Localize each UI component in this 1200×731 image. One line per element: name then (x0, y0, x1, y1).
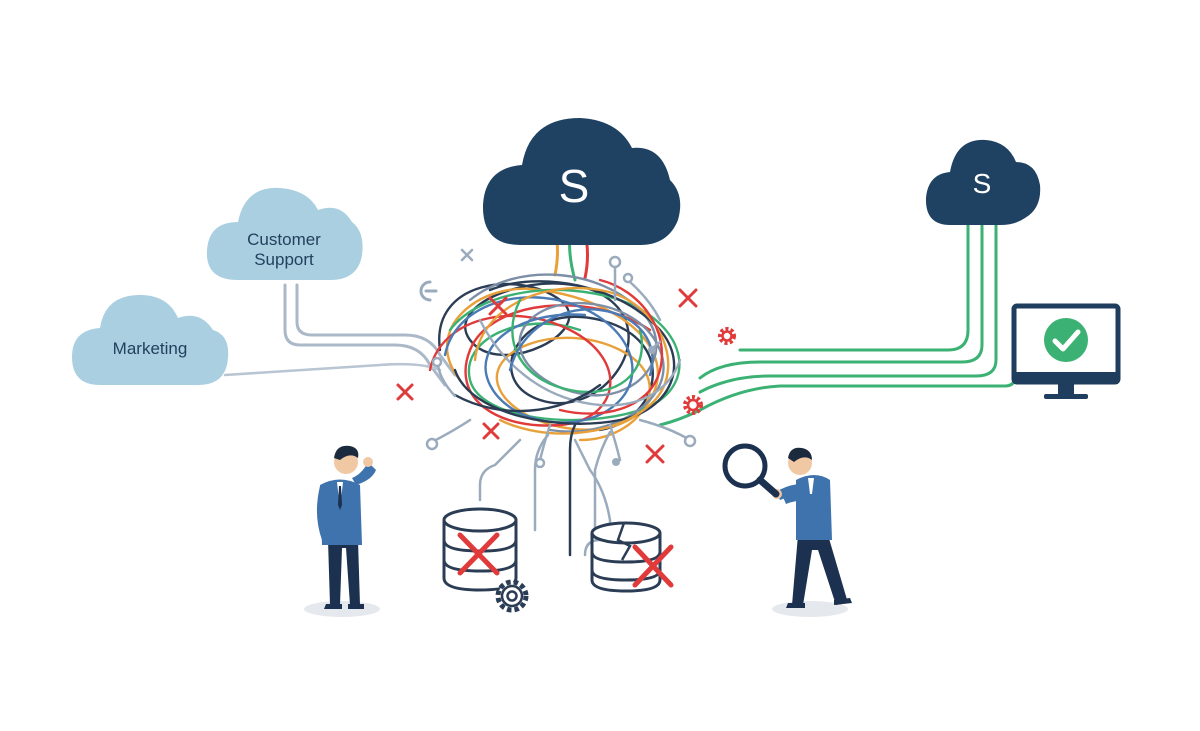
sync-icon (421, 282, 436, 300)
broken-database-icon (592, 523, 660, 591)
error-x-icon (680, 290, 696, 306)
central-hub-cloud: S (483, 118, 680, 245)
gear-icon (720, 329, 734, 343)
person-icon (304, 446, 380, 617)
left-connection-lines (225, 285, 455, 385)
gray-x-icon (462, 250, 472, 260)
customer-support-cloud: Customer Support (207, 188, 363, 280)
right-connection-lines (660, 220, 1015, 425)
monitor-icon (1014, 306, 1118, 399)
database-error-x-icon (460, 535, 497, 573)
error-x-icon (647, 446, 663, 462)
check-icon (1044, 318, 1088, 362)
marketing-label: Marketing (113, 339, 188, 358)
support-label: Support (254, 250, 314, 269)
tangled-connections (430, 275, 680, 440)
target-hub-cloud: S (926, 140, 1040, 225)
error-x-icon (398, 385, 412, 399)
marketing-cloud: Marketing (72, 295, 228, 385)
database-error-x-icon (635, 547, 671, 585)
gear-icon (498, 582, 526, 610)
customer-label: Customer (247, 230, 321, 249)
error-x-icon (484, 424, 498, 438)
person-icon (772, 448, 852, 617)
error-x-icon (490, 298, 506, 314)
target-hub-letter: S (973, 168, 992, 199)
central-hub-letter: S (559, 160, 590, 212)
gear-icon (685, 397, 701, 413)
magnifier-icon (725, 446, 776, 494)
